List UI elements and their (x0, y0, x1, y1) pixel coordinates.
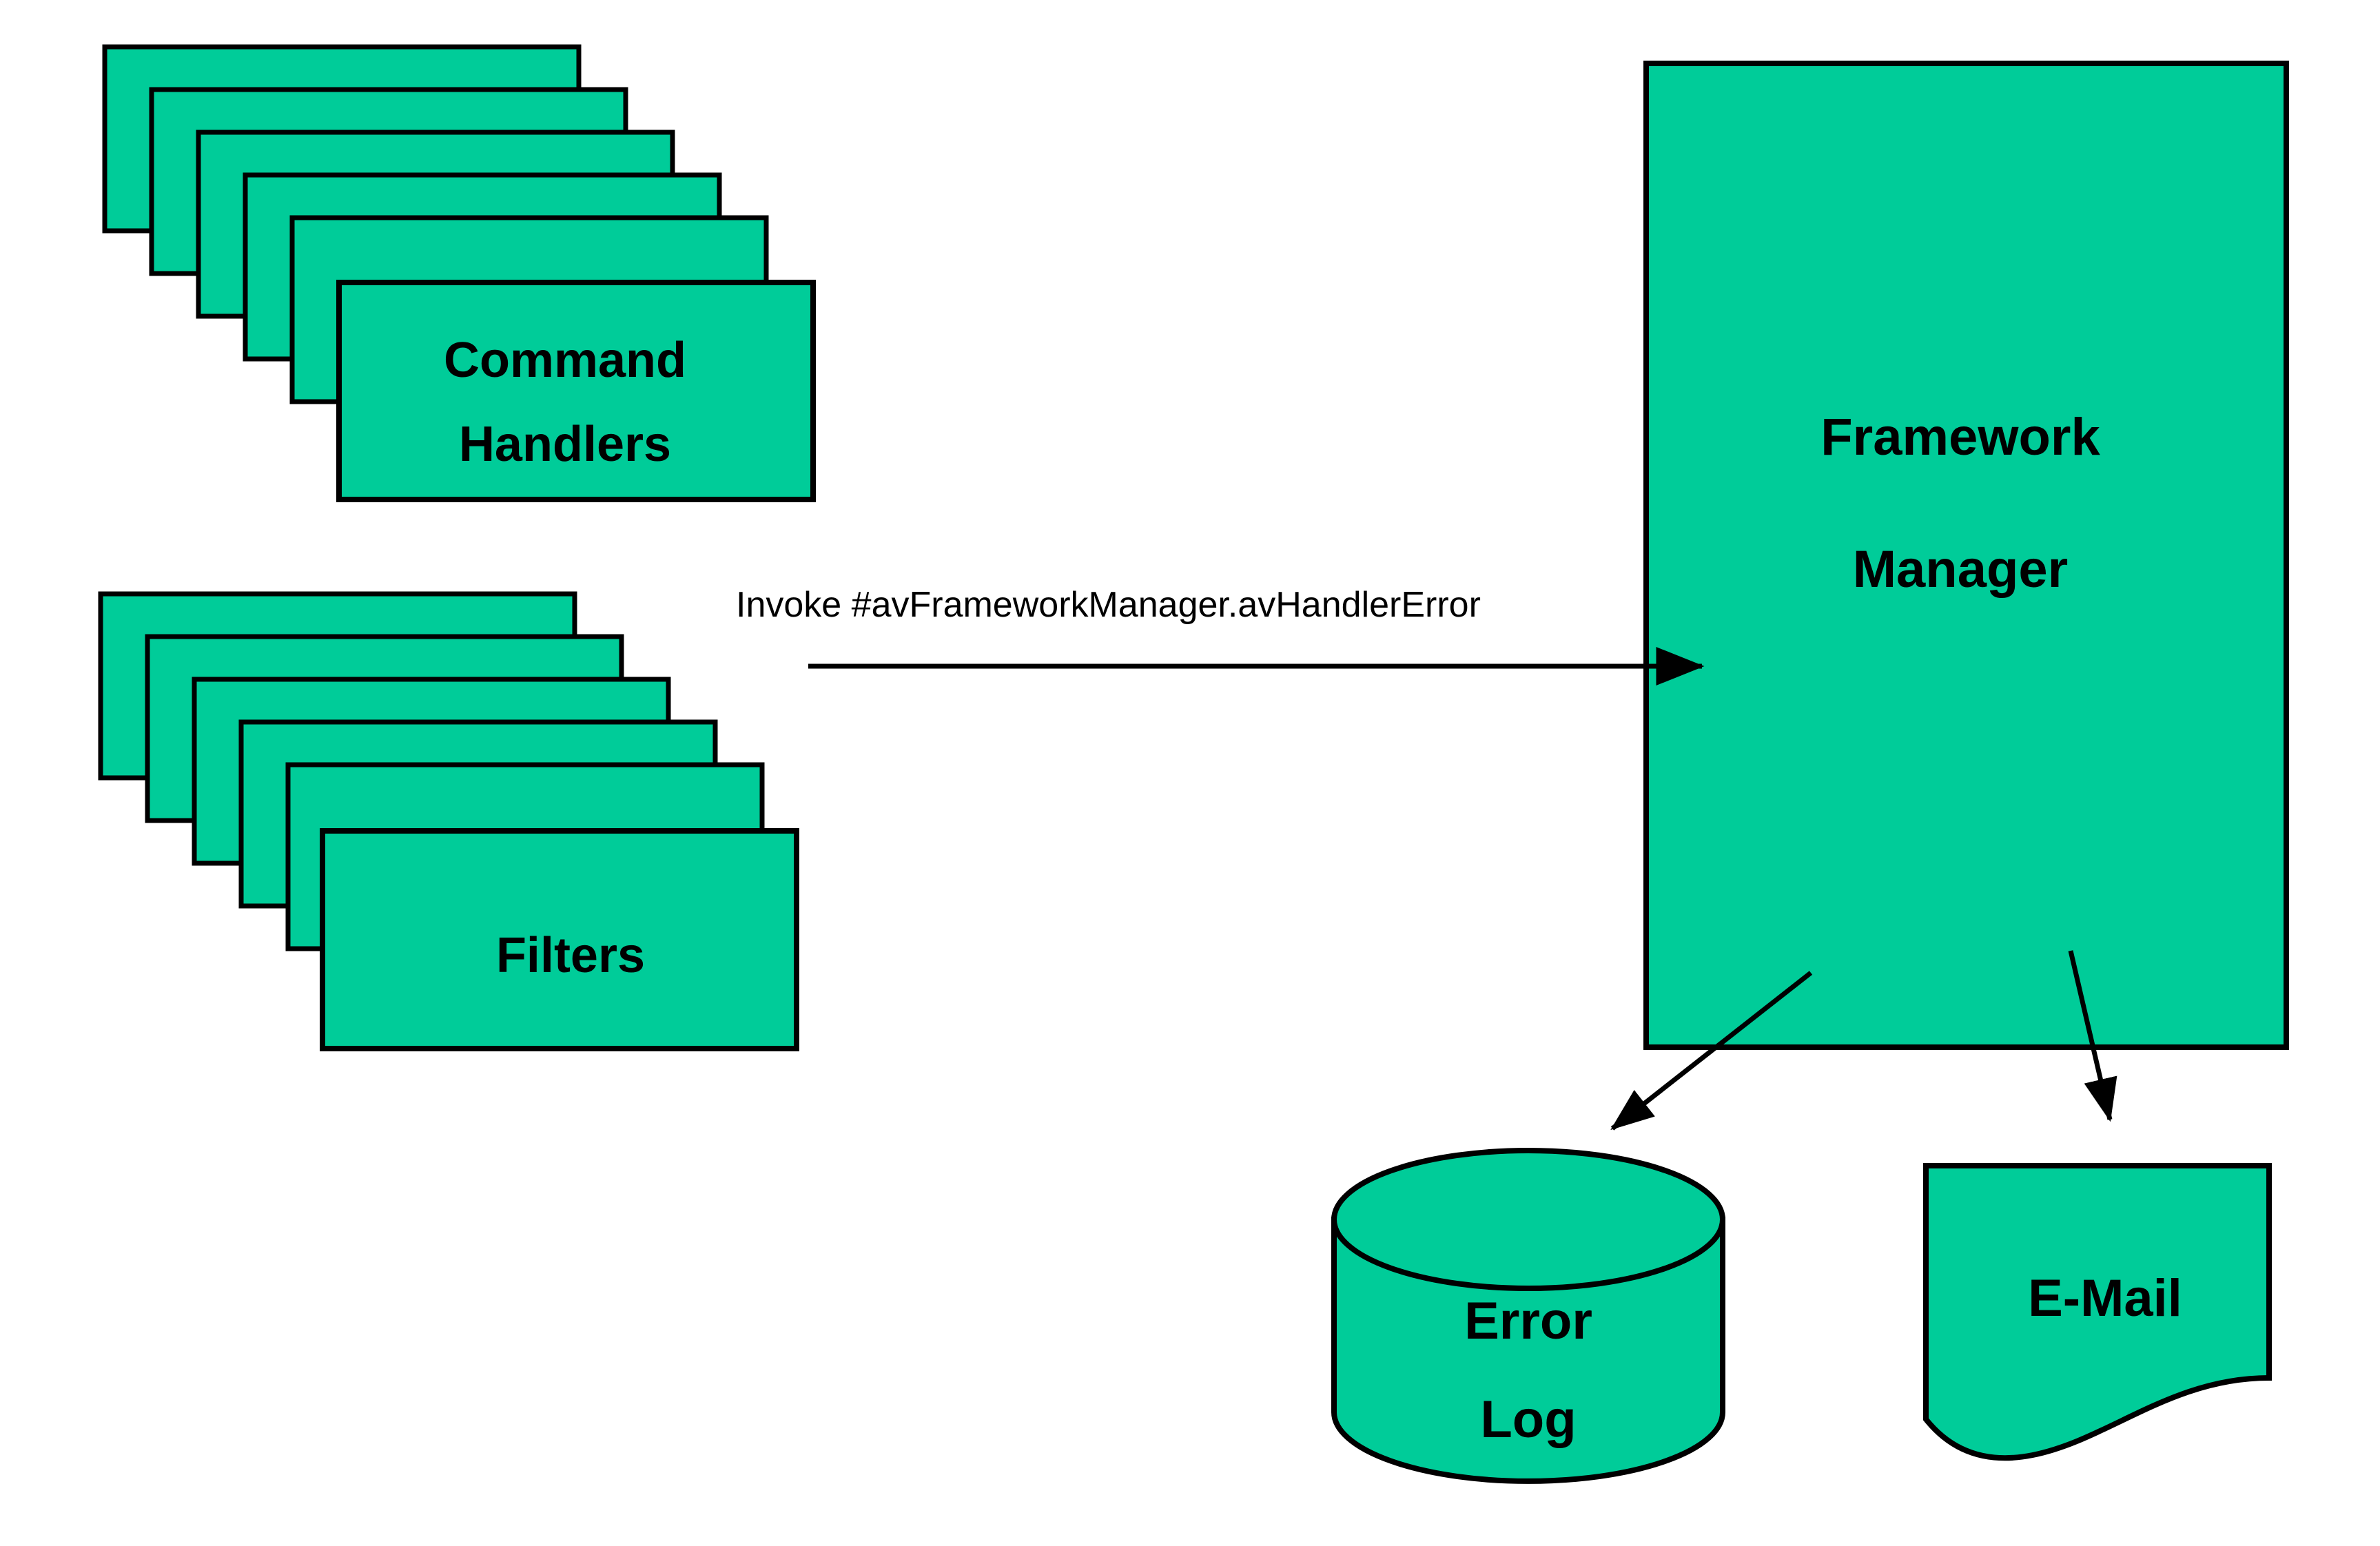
filters-label-line1: Filters (496, 928, 645, 983)
edge-invoke[interactable]: Invoke #avFrameworkManager.avHandlerErro… (736, 585, 1705, 686)
edge-log-line (1610, 971, 1813, 1131)
framework-manager-label-line2: Manager (1853, 540, 2069, 599)
filters-card-front (320, 828, 799, 1051)
email-document-shape (1923, 1163, 2272, 1461)
email-label-line1: E-Mail (2028, 1269, 2182, 1328)
command-handlers-card-front (336, 280, 816, 502)
error-log-label-line1: Error (1464, 1292, 1592, 1350)
framework-manager-label-line1: Framework (1820, 408, 2100, 466)
error-log-cylinder-top (1331, 1148, 1725, 1291)
command-handlers-label-line1: Command (444, 333, 686, 388)
edge-invoke-label: Invoke #avFrameworkManager.avHandlerErro… (736, 585, 1481, 625)
node-filters[interactable]: Filters (98, 591, 799, 1051)
node-framework-manager[interactable]: Framework Manager (1643, 61, 2289, 1050)
edge-email-line (2068, 950, 2117, 1122)
node-command-handlers[interactable]: Command Handlers (102, 44, 816, 502)
framework-manager-box (1643, 61, 2289, 1050)
error-log-label-line2: Log (1480, 1390, 1576, 1449)
edge-log[interactable] (1610, 971, 1813, 1131)
node-error-log[interactable]: Error Log (1331, 1148, 1725, 1484)
edge-email[interactable] (2068, 950, 2117, 1122)
node-email[interactable]: E-Mail (1923, 1163, 2272, 1461)
error-log-cylinder-body (1331, 1217, 1725, 1484)
command-handlers-label-line2: Handlers (459, 417, 671, 472)
